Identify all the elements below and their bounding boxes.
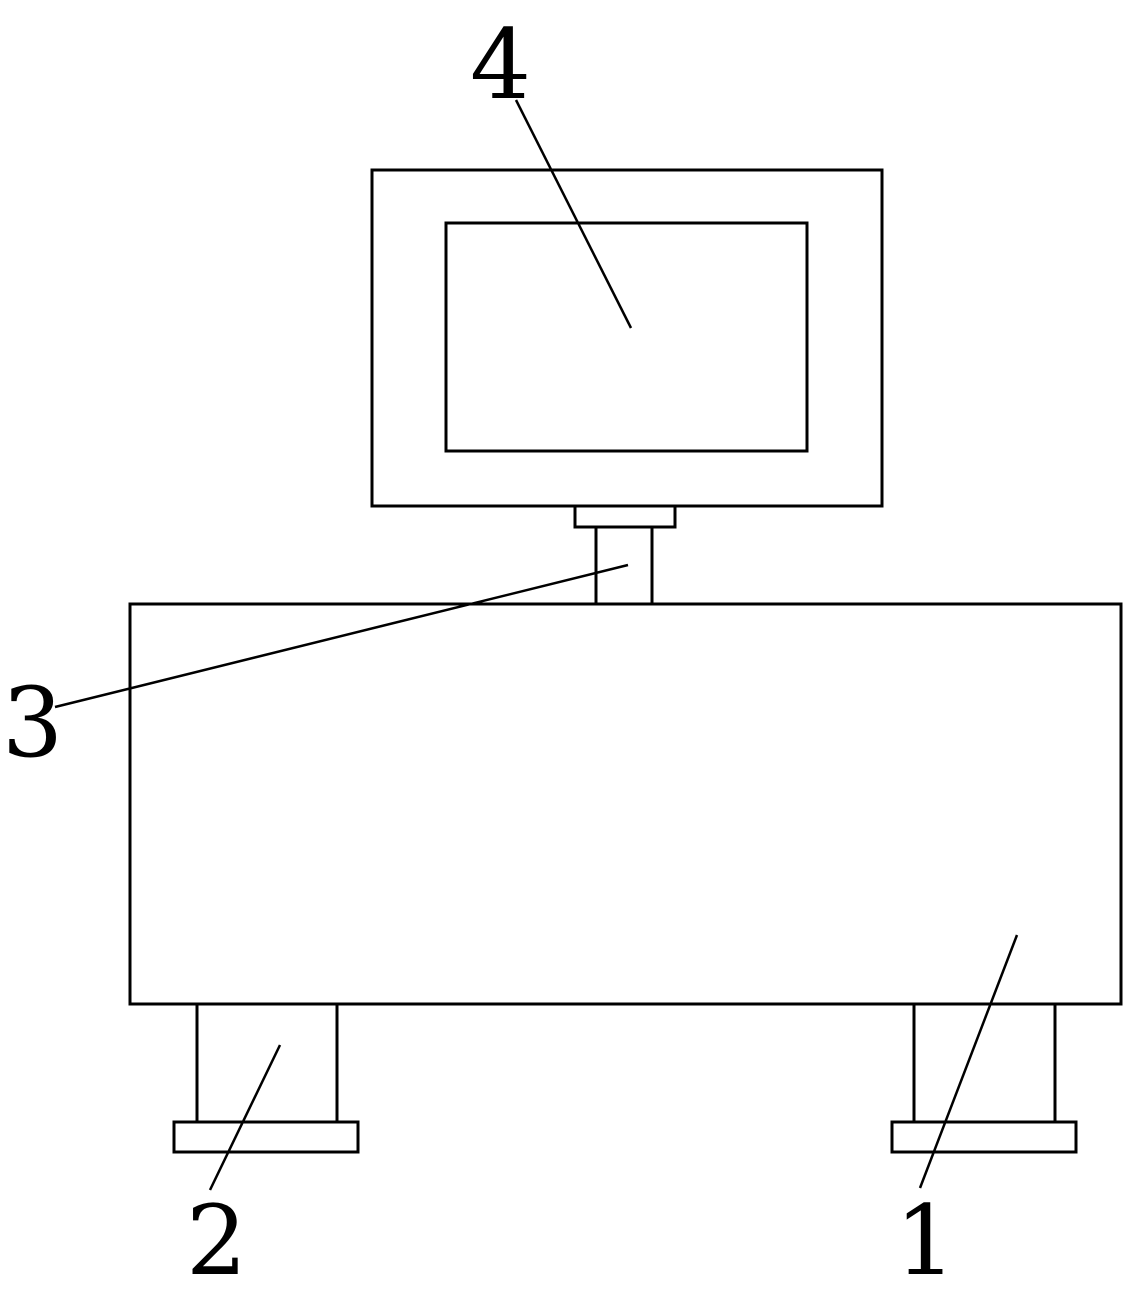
left-foot-plate bbox=[172, 1120, 360, 1154]
support-column bbox=[573, 504, 677, 604]
leader-line-2 bbox=[208, 1044, 282, 1191]
leader-line-3 bbox=[54, 563, 629, 709]
label-support-column: 3 bbox=[2, 667, 63, 779]
label-display-screen: 4 bbox=[470, 9, 531, 121]
label-body: 1 bbox=[895, 1185, 956, 1294]
left-support-leg bbox=[172, 1004, 360, 1154]
main-body bbox=[128, 602, 1123, 1006]
right-foot-plate bbox=[890, 1120, 1078, 1154]
leader-line-1 bbox=[918, 934, 1019, 1189]
leader-line-4 bbox=[514, 99, 633, 329]
right-support-leg bbox=[890, 1004, 1078, 1154]
label-support-leg: 2 bbox=[186, 1185, 247, 1294]
monitor-screen bbox=[444, 221, 809, 453]
column-cap bbox=[573, 504, 677, 529]
display-monitor bbox=[370, 168, 884, 508]
